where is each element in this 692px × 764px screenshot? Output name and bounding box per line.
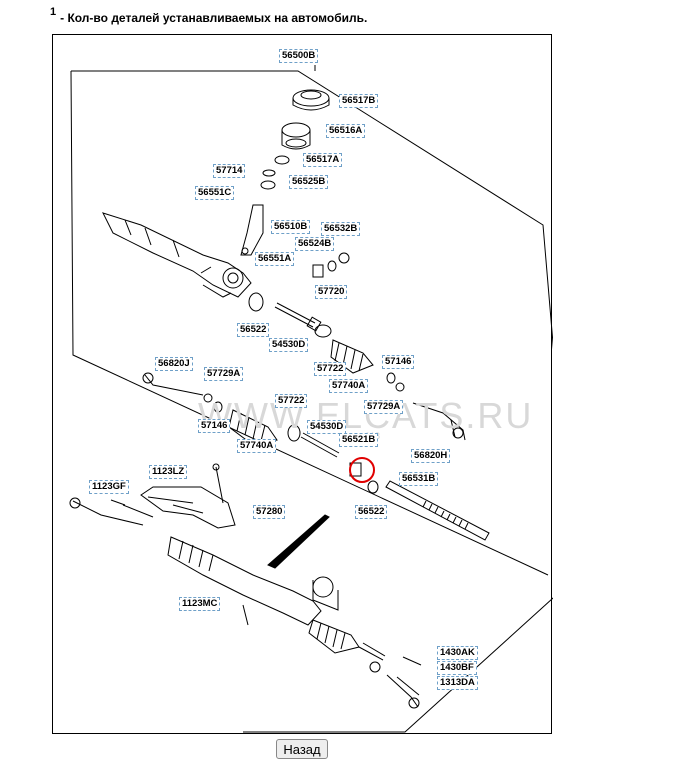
part-label[interactable]: 1123GF <box>89 480 129 494</box>
part-label[interactable]: 56500B <box>279 49 319 63</box>
part-label[interactable]: 54530D <box>307 420 347 434</box>
part-label[interactable]: 56522 <box>355 505 388 519</box>
part-label[interactable]: 57146 <box>382 355 415 369</box>
part-label[interactable]: 1123MC <box>179 597 221 611</box>
part-label[interactable]: 57729A <box>204 367 244 381</box>
part-label[interactable]: 56510B <box>271 220 311 234</box>
part-label[interactable]: 54530D <box>269 338 309 352</box>
part-label[interactable]: 56522 <box>237 323 270 337</box>
part-label[interactable]: 56551A <box>255 252 295 266</box>
part-label[interactable]: 57714 <box>213 164 246 178</box>
part-label[interactable]: 1313DA <box>437 676 478 690</box>
part-label[interactable]: 57720 <box>315 285 348 299</box>
part-label[interactable]: 1430BF <box>437 661 477 675</box>
part-label[interactable]: 56820J <box>155 357 193 371</box>
part-label[interactable]: 56521B <box>339 433 379 447</box>
note-text: - Кол-во деталей устанавливаемых на авто… <box>60 11 368 25</box>
part-label[interactable]: 57722 <box>275 394 308 408</box>
note-number: 1 <box>50 6 57 18</box>
steering-rack-diagram <box>69 65 553 733</box>
part-label[interactable]: 57729A <box>364 400 404 414</box>
quantity-note: 1- Кол-во деталей устанавливаемых на авт… <box>50 6 368 25</box>
part-label[interactable]: 56531B <box>399 472 439 486</box>
part-label[interactable]: 56551C <box>195 186 235 200</box>
part-label[interactable]: 56524B <box>295 237 335 251</box>
part-label[interactable]: 56820H <box>411 449 451 463</box>
part-label[interactable]: 56525B <box>289 175 329 189</box>
part-label[interactable]: 1430AK <box>437 646 478 660</box>
back-button[interactable]: Назад <box>276 739 328 759</box>
part-label[interactable]: 57722 <box>314 362 347 376</box>
part-label[interactable]: 57740A <box>329 379 369 393</box>
part-label[interactable]: 56517A <box>303 153 343 167</box>
part-label[interactable]: 56532B <box>321 222 361 236</box>
diagram-frame: WWW.ELCATS.RU 018 56500B 56517B 56516A 5… <box>52 34 553 734</box>
part-label[interactable]: 57280 <box>253 505 286 519</box>
part-label[interactable]: 57146 <box>198 419 231 433</box>
part-label[interactable]: 56517B <box>339 94 379 108</box>
part-label[interactable]: 57740A <box>237 439 277 453</box>
part-label[interactable]: 1123LZ <box>149 465 188 479</box>
part-label[interactable]: 56516A <box>326 124 366 138</box>
